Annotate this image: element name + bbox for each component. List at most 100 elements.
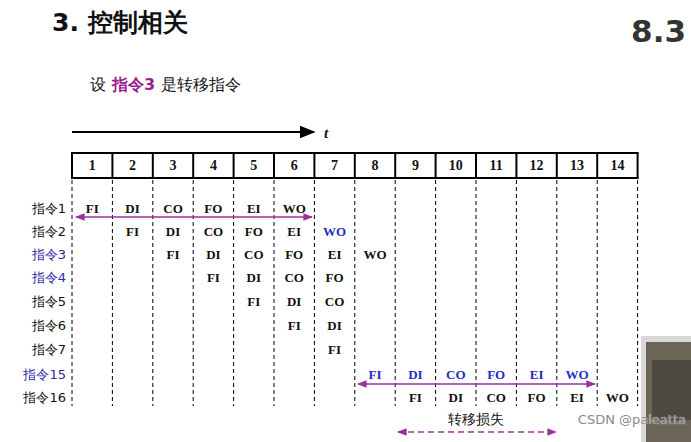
stage-cell: DI [166,225,180,238]
stage-cell: EI [328,248,342,261]
subtitle-text: 是转移指令 [161,77,241,93]
grid-line [193,180,194,406]
grid-line [556,153,558,178]
section-number: 8.3 [631,16,686,47]
grid-line [597,180,598,406]
stage-cell: DI [125,202,139,215]
stage-cell: FO [204,202,222,215]
stage-cell: FI [86,202,99,215]
time-slot-number: 10 [449,159,463,173]
time-axis [72,132,314,133]
stage-cell: FO [487,368,505,381]
grid-lines [71,153,639,406]
grid-line [273,153,275,178]
grid-line [475,153,477,178]
grid-line [476,180,477,406]
stage-cell: FI [288,319,301,332]
stage-cell: FI [409,391,422,404]
span-arrows [76,217,595,432]
time-slot-number: 1 [89,159,96,173]
instruction-label: 指令6 [32,319,66,332]
instruction-label: 指令4 [32,271,66,284]
grid-line [515,153,517,178]
stage-cell: WO [323,225,346,238]
grid-line [435,153,437,178]
stage-cell: WO [606,391,629,404]
subtitle-text: 指令3 [112,77,155,93]
axis-label: t [324,126,328,141]
time-slot-number: 7 [331,159,338,173]
subtitle-text: 设 [90,77,106,93]
time-slot-number: 9 [412,159,419,173]
watermark: CSDN @paleatta [578,413,686,426]
time-slot-number: 8 [372,159,379,173]
instruction-label: 指令5 [32,295,66,308]
stage-cell: EI [530,368,544,381]
instruction-label: 指令16 [23,391,66,404]
grid-line [274,180,275,406]
grid-line [556,180,557,406]
stage-cell: FI [247,295,260,308]
stage-cell: EI [570,391,584,404]
video-thumbnail [641,336,691,442]
stage-cell: FI [207,271,220,284]
stage-cell: FI [167,248,180,261]
grid-line [637,153,639,178]
instruction-label: 指令1 [32,202,66,215]
grid-line [152,180,153,406]
grid-line [354,153,356,178]
stage-cell: FI [126,225,139,238]
grid-line [637,180,638,406]
time-slot-number: 4 [210,159,217,173]
grid-line [314,180,315,406]
grid-line [233,180,234,406]
grid-line [395,180,396,406]
grid-line [354,180,355,406]
stage-cell: DI [449,391,463,404]
instruction-label: 指令2 [32,225,66,238]
instruction-label: 指令7 [32,343,66,356]
grid-line [516,180,517,406]
branch-penalty-label: 转移损失 [448,412,504,426]
stage-cell: EI [287,225,301,238]
grid-line [71,153,73,178]
stage-cell: CO [244,248,264,261]
stage-cell: WO [283,202,306,215]
stage-cell: DI [247,271,261,284]
stage-cell: CO [446,368,466,381]
time-slot-number: 6 [291,159,298,173]
grid-line [596,153,598,178]
grid-line [72,180,73,406]
instruction-label: 指令3 [32,248,66,261]
grid-line [394,153,396,178]
stage-cell: FO [285,248,303,261]
grid-line [435,180,436,406]
stage-cell: WO [565,368,588,381]
stage-cell: CO [486,391,506,404]
grid-line [112,180,113,406]
grid-line [111,153,113,178]
stage-cell: FO [245,225,263,238]
grid-line [233,153,235,178]
time-slot-number: 5 [250,159,257,173]
time-slot-number: 14 [610,159,624,173]
stage-cell: CO [163,202,183,215]
stage-cell: DI [206,248,220,261]
stage-cell: FI [328,343,341,356]
time-slot-number: 11 [490,159,503,173]
stage-cell: CO [284,271,304,284]
time-slot-number: 2 [129,159,136,173]
stage-cell: FO [326,271,344,284]
grid-line [313,153,315,178]
stage-cell: DI [287,295,301,308]
grid-line [192,153,194,178]
stage-cell: WO [363,248,386,261]
grid-line [152,153,154,178]
time-slot-number: 13 [570,159,584,173]
stage-cell: FO [528,391,546,404]
slide-title: 3. 控制相关 [52,10,188,35]
time-slot-number: 12 [530,159,544,173]
stage-cell: DI [327,319,341,332]
stage-cell: CO [204,225,224,238]
